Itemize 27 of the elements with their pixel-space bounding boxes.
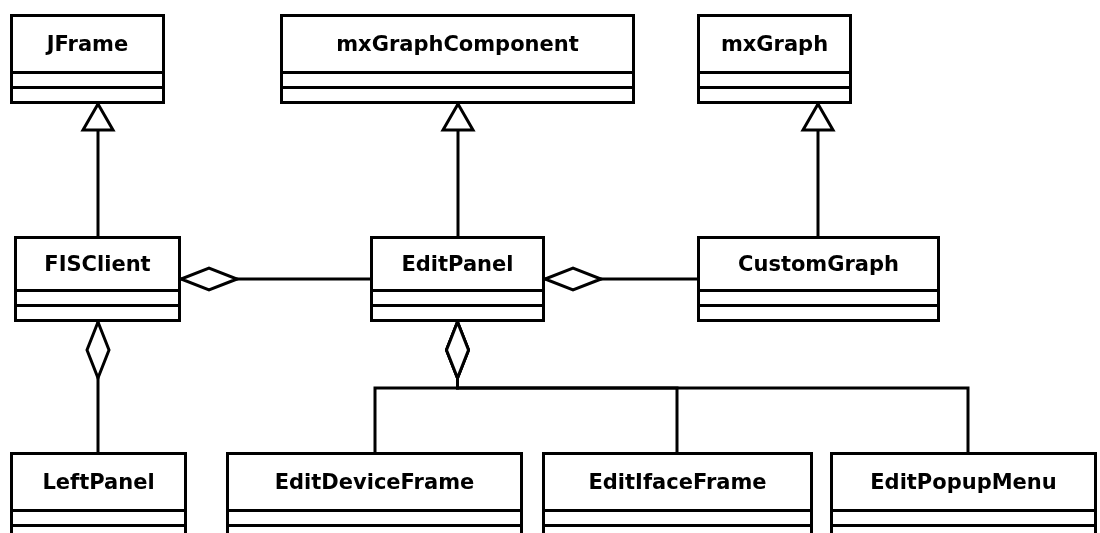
class-name: EditIfaceFrame xyxy=(588,470,767,494)
class-name: mxGraph xyxy=(720,32,829,56)
generalization-arrow xyxy=(441,102,475,236)
class-box xyxy=(370,236,545,322)
class-box xyxy=(830,452,1097,533)
class-box xyxy=(697,14,852,104)
class-name: FISClient xyxy=(44,252,151,276)
class-box xyxy=(10,14,165,104)
class-name: EditPanel xyxy=(401,252,514,276)
class-name: EditDeviceFrame xyxy=(274,470,475,494)
class-box xyxy=(542,452,813,533)
class-box xyxy=(280,14,635,104)
generalization-arrow xyxy=(801,102,835,236)
class-name: LeftPanel xyxy=(42,470,155,494)
generalization-arrow xyxy=(81,102,115,236)
class-box xyxy=(10,452,187,533)
class-box xyxy=(226,452,523,533)
class-box xyxy=(14,236,181,322)
class-name: EditPopupMenu xyxy=(870,470,1057,494)
class-name: JFrame xyxy=(46,32,129,56)
aggregation-line xyxy=(85,320,111,452)
aggregation-line xyxy=(445,320,970,452)
aggregation-line xyxy=(179,266,370,292)
class-name: CustomGraph xyxy=(738,252,899,276)
class-name: mxGraphComponent xyxy=(336,32,579,56)
aggregation-line xyxy=(543,266,697,292)
class-box xyxy=(697,236,940,322)
